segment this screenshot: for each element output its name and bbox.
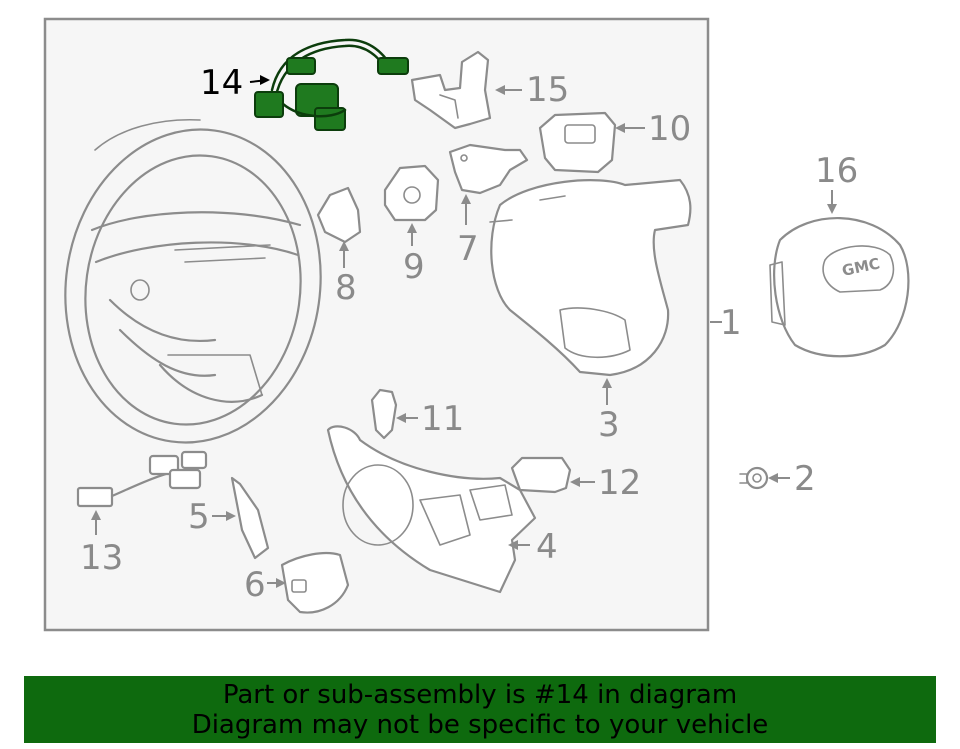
callout-8: 8: [335, 268, 357, 308]
part-13-harness: [76, 450, 208, 508]
parts-diagram: GMC 14 15 10 16 7 9 8 1 3 11 12 2 4 5 13…: [43, 17, 910, 632]
banner-line-part: Part or sub-assembly is #14 in diagram: [222, 679, 738, 710]
callout-2: 2: [794, 459, 816, 499]
part-6-cover: [280, 551, 350, 614]
banner-line-disclaimer: Diagram may not be specific to your vehi…: [191, 709, 769, 740]
part-10-switch: [538, 111, 617, 174]
steering-wheel-rim: [64, 118, 322, 444]
callout-9: 9: [403, 247, 425, 287]
part-3-cover: [489, 178, 692, 377]
part-5-trim: [230, 476, 270, 560]
part-14-wiring-harness: [254, 38, 409, 131]
callout-16: 16: [815, 151, 858, 191]
callout-6: 6: [244, 565, 266, 605]
part-16-airbag: [769, 217, 910, 358]
leader-lines: [91, 75, 837, 588]
callout-7: 7: [457, 229, 479, 269]
callout-15: 15: [526, 70, 569, 110]
part-12-switch: [510, 456, 572, 494]
callout-14: 14: [200, 63, 243, 103]
part-8-switch: [316, 186, 362, 244]
part-4-lower-cover: [326, 425, 537, 594]
callout-12: 12: [598, 463, 641, 503]
part-9-switch: [383, 164, 440, 222]
callout-10: 10: [648, 109, 691, 149]
callout-5: 5: [188, 497, 210, 537]
callout-13: 13: [80, 538, 123, 578]
part-15-bracket: [410, 50, 492, 130]
part-2-screw: [739, 466, 769, 490]
part-7-bracket: [448, 143, 529, 195]
callout-3: 3: [598, 405, 620, 445]
callout-11: 11: [421, 399, 464, 439]
callout-1: 1: [720, 303, 742, 343]
part-11-clip: [370, 388, 398, 440]
notice-banner: Part or sub-assembly is #14 in diagram D…: [24, 676, 936, 743]
callout-4: 4: [536, 527, 558, 567]
